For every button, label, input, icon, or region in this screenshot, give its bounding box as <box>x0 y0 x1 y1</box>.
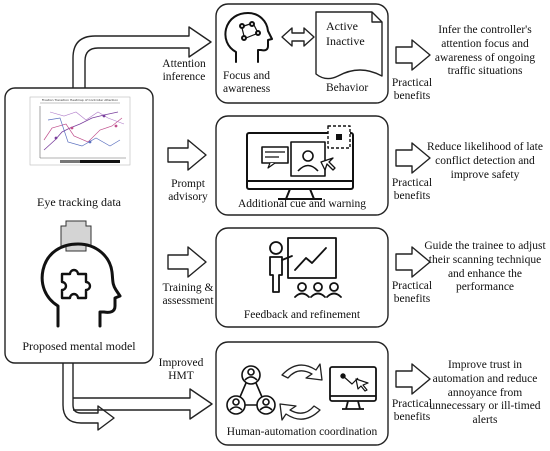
flow-arrow-down-left <box>62 363 115 431</box>
double-arrow-icon <box>281 27 315 47</box>
flow-arrow-row1 <box>72 26 212 88</box>
benefit-label-row2: Practical benefits <box>391 177 433 203</box>
benefit-arrow-row2 <box>395 142 431 174</box>
benefit-label-row4: Practical benefits <box>391 398 433 424</box>
arrow-label-improved-hmt: Improved HMT <box>158 357 204 383</box>
teacher-presentation-icon <box>269 237 342 298</box>
flow-arrow-row3 <box>167 246 207 278</box>
monitor-cue-icon <box>246 125 354 200</box>
eye-tracking-label: Eye tracking data <box>37 195 121 209</box>
result-text-row4: Improve trust in automation and reduce a… <box>429 359 541 427</box>
row4-caption: Human-automation coordination <box>226 426 378 438</box>
result-text-row2: Reduce likelihood of late conflict detec… <box>427 141 543 181</box>
row1-caption-behavior: Behavior <box>326 82 369 94</box>
row1-caption-focus-awareness: Focus and awareness <box>223 70 271 96</box>
row3-caption: Feedback and refinement <box>243 309 361 321</box>
eye-tracking-chart <box>29 96 131 166</box>
ai-head-icon <box>224 12 273 63</box>
cycle-arrows-icon <box>279 363 323 421</box>
benefit-label-row1: Practical benefits <box>391 77 433 103</box>
team-network-icon <box>226 365 276 415</box>
arrow-label-training-assessment: Training & assessment <box>162 282 214 308</box>
benefit-arrow-row1 <box>395 39 431 71</box>
computer-monitor-icon <box>329 366 377 410</box>
eye-tracking-chart-title: Fixation Transition Heatmap of Controlle… <box>42 98 118 102</box>
arrow-label-attention-inference: Attention inference <box>162 58 206 84</box>
flow-arrow-row2 <box>167 139 207 171</box>
benefit-arrow-row3 <box>395 246 431 278</box>
flow-arrow-row4 <box>73 388 213 420</box>
arrow-label-prompt-advisory: Prompt advisory <box>168 178 208 204</box>
benefit-label-row3: Practical benefits <box>391 280 433 306</box>
result-text-row1: Infer the controller's attention focus a… <box>434 24 536 78</box>
result-text-row3: Guide the trainee to adjust their scanni… <box>424 240 546 294</box>
mental-model-label: Proposed mental model <box>22 339 136 353</box>
row1-doc-line-inactive: Inactive <box>326 34 365 48</box>
behavior-document-icon <box>315 11 383 80</box>
benefit-arrow-row4 <box>395 363 431 395</box>
row2-caption: Additional cue and warning <box>237 198 367 210</box>
brain-puzzle-head-icon <box>40 242 122 328</box>
row1-doc-line-active: Active <box>326 19 358 33</box>
